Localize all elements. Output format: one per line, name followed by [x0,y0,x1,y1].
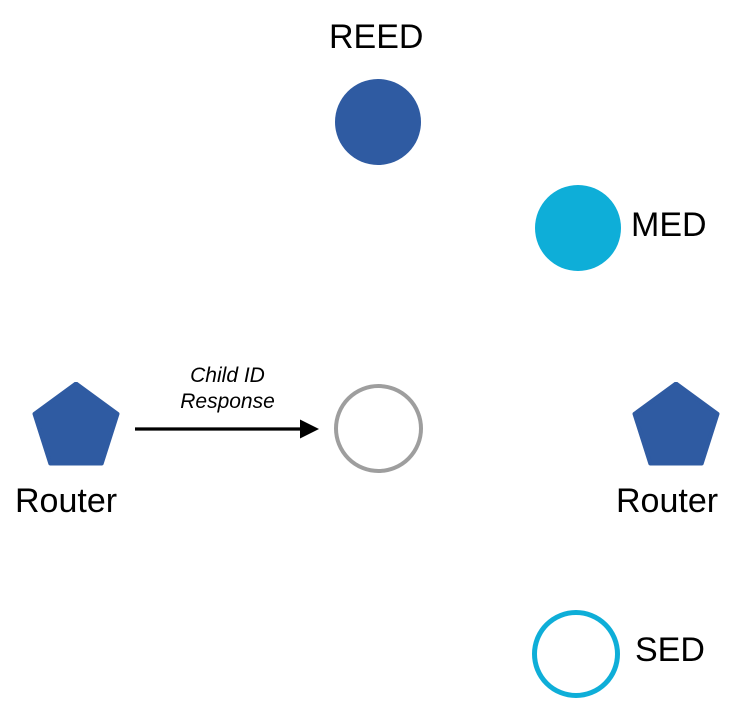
sed-node-shape[interactable] [532,610,620,698]
edge-arrow-child-id-response [130,414,325,444]
edge-label-line1: Child ID [190,364,265,387]
pentagon-icon [32,382,120,466]
pentagon-icon [632,382,720,466]
reed-node-shape[interactable] [335,79,421,165]
router-right-node-shape[interactable] [631,382,721,469]
med-node-label: MED [631,206,707,244]
router-left-node-shape[interactable] [31,382,121,469]
joining-child-node-shape[interactable] [334,384,423,473]
router-right-node-label: Router [616,482,719,520]
med-node-shape[interactable] [535,185,621,271]
reed-node-label: REED [329,18,424,56]
arrow-right-icon [135,419,319,439]
router-left-node-label: Router [15,482,118,520]
sed-node-label: SED [635,631,705,669]
edge-label-line2: Response [180,389,275,413]
